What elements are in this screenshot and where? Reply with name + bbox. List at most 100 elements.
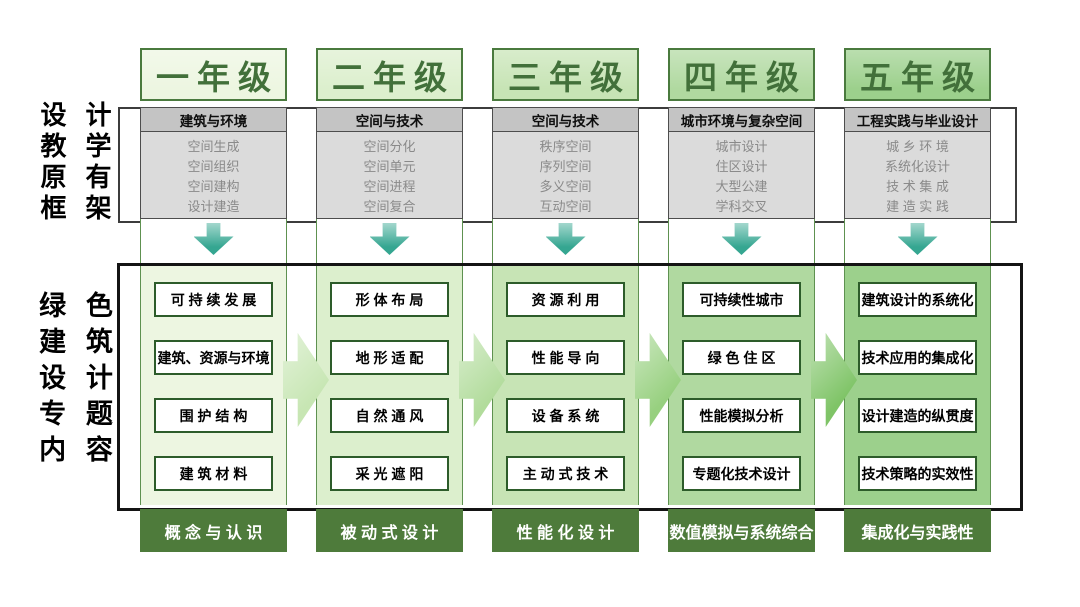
topic-box: 性 能 导 向 [506, 340, 625, 375]
topics-panel: 形 体 布 局 地 形 适 配 自 然 通 风 采 光 遮 阳 [316, 266, 463, 505]
framework-item-list: 城 乡 环 境 系统化设计 技 术 集 成 建 造 实 践 [845, 132, 990, 218]
framework-item: 秩序空间 [539, 138, 592, 154]
framework-item: 空间建构 [187, 178, 240, 194]
topic-box: 建 筑 材 料 [154, 456, 273, 491]
framework-item: 空间分化 [363, 138, 416, 154]
topic-label: 技术策略的实效性 [861, 465, 974, 482]
framework-item: 空间组织 [187, 158, 240, 174]
topic-box: 可持续性城市 [682, 282, 801, 317]
framework-item: 系统化设计 [884, 158, 950, 174]
topic-box: 资 源 利 用 [506, 282, 625, 317]
topic-label: 主 动 式 技 术 [522, 465, 609, 482]
framework-item: 互动空间 [539, 198, 592, 214]
framework-item-list: 秩序空间 序列空间 多义空间 互动空间 [493, 132, 638, 218]
topic-box: 形 体 布 局 [330, 282, 449, 317]
side-label-line: 框 架 [40, 193, 112, 223]
topic-label: 形 体 布 局 [355, 291, 424, 308]
side-label-line: 建 筑 [39, 327, 113, 357]
framework-header: 空间与技术 [317, 108, 462, 132]
topic-label: 采 光 遮 阳 [355, 465, 424, 482]
grade-column-5: 五年级 工程实践与毕业设计 城 乡 环 境 系统化设计 技 术 集 成 建 造 … [844, 0, 991, 607]
topic-box: 地 形 适 配 [330, 340, 449, 375]
framework-box: 建筑与环境 空间生成 空间组织 空间建构 设计建造 [140, 107, 287, 219]
framework-header: 建筑与环境 [141, 108, 286, 132]
grade-title-box: 四年级 [668, 48, 815, 101]
framework-item-list: 空间生成 空间组织 空间建构 设计建造 [141, 132, 286, 218]
topics-panel: 资 源 利 用 性 能 导 向 设 备 系 统 主 动 式 技 术 [492, 266, 639, 505]
framework-item: 建 造 实 践 [886, 198, 949, 214]
framework-item: 住区设计 [715, 158, 768, 174]
framework-side-label: 设 计 教 学 原 有 框 架 [34, 100, 118, 224]
topic-box: 专题化技术设计 [682, 456, 801, 491]
grade-title: 一年级 [156, 58, 279, 96]
framework-item: 大型公建 [715, 178, 768, 194]
topic-box: 绿 色 住 区 [682, 340, 801, 375]
side-label-line: 专 题 [39, 399, 113, 429]
topic-label: 自 然 通 风 [355, 407, 424, 424]
framework-item-list: 城市设计 住区设计 大型公建 学科交叉 [669, 132, 814, 218]
framework-header: 工程实践与毕业设计 [845, 108, 990, 132]
framework-box: 工程实践与毕业设计 城 乡 环 境 系统化设计 技 术 集 成 建 造 实 践 [844, 107, 991, 219]
framework-box: 空间与技术 秩序空间 序列空间 多义空间 互动空间 [492, 107, 639, 219]
topic-box: 建筑、资源与环境 [154, 340, 273, 375]
topic-label: 性 能 导 向 [531, 349, 600, 366]
framework-item: 技 术 集 成 [886, 178, 949, 194]
grade-title-box: 五年级 [844, 48, 991, 101]
grade-title: 四年级 [684, 58, 807, 96]
grade-column-1: 一年级 建筑与环境 空间生成 空间组织 空间建构 设计建造 可 持 续 发 展 … [140, 0, 287, 607]
topic-label: 技术应用的集成化 [861, 349, 974, 366]
topic-label: 建 筑 材 料 [179, 465, 248, 482]
grade-title-box: 三年级 [492, 48, 639, 101]
summary-label: 概 念 与 认 识 [140, 509, 287, 552]
framework-item: 空间生成 [187, 138, 240, 154]
framework-header: 城市环境与复杂空间 [669, 108, 814, 132]
topic-box: 设计建造的纵贯度 [858, 398, 977, 433]
framework-item: 空间进程 [363, 178, 416, 194]
framework-item: 多义空间 [539, 178, 592, 194]
framework-item: 城 乡 环 境 [886, 138, 949, 154]
topic-label: 设 备 系 统 [531, 407, 600, 424]
framework-item: 空间复合 [363, 198, 416, 214]
topic-label: 设计建造的纵贯度 [861, 407, 974, 424]
topic-label: 资 源 利 用 [531, 291, 600, 308]
grade-column-4: 四年级 城市环境与复杂空间 城市设计 住区设计 大型公建 学科交叉 可持续性城市… [668, 0, 815, 607]
topic-label: 建筑设计的系统化 [861, 291, 974, 308]
topic-label: 绿 色 住 区 [707, 349, 776, 366]
grade-column-2: 二年级 空间与技术 空间分化 空间单元 空间进程 空间复合 形 体 布 局 地 … [316, 0, 463, 607]
grade-title-box: 二年级 [316, 48, 463, 101]
grade-title: 三年级 [508, 58, 631, 96]
summary-label: 集成化与实践性 [844, 509, 991, 552]
topic-label: 地 形 适 配 [355, 349, 424, 366]
framework-item-list: 空间分化 空间单元 空间进程 空间复合 [317, 132, 462, 218]
topic-label: 建筑、资源与环境 [157, 349, 270, 366]
topic-box: 采 光 遮 阳 [330, 456, 449, 491]
topic-label: 性能模拟分析 [699, 407, 784, 424]
topic-box: 技术策略的实效性 [858, 456, 977, 491]
framework-header: 空间与技术 [493, 108, 638, 132]
topic-label: 可 持 续 发 展 [170, 291, 257, 308]
side-label-line: 原 有 [40, 162, 112, 192]
topic-box: 设 备 系 统 [506, 398, 625, 433]
topic-box: 性能模拟分析 [682, 398, 801, 433]
grade-column-3: 三年级 空间与技术 秩序空间 序列空间 多义空间 互动空间 资 源 利 用 性 … [492, 0, 639, 607]
side-label-line: 教 学 [40, 131, 112, 161]
topic-label: 围 护 结 构 [179, 407, 248, 424]
topics-panel: 可 持 续 发 展 建筑、资源与环境 围 护 结 构 建 筑 材 料 [140, 266, 287, 505]
topic-box: 主 动 式 技 术 [506, 456, 625, 491]
topics-panel: 建筑设计的系统化 技术应用的集成化 设计建造的纵贯度 技术策略的实效性 [844, 266, 991, 505]
side-label-line: 设 计 [40, 100, 112, 130]
side-label-line: 设 计 [39, 363, 113, 393]
topic-label: 可持续性城市 [699, 291, 784, 308]
side-label-line: 内 容 [39, 435, 113, 465]
topics-panel: 可持续性城市 绿 色 住 区 性能模拟分析 专题化技术设计 [668, 266, 815, 505]
framework-item: 设计建造 [187, 198, 240, 214]
framework-item: 学科交叉 [715, 198, 768, 214]
summary-label: 性 能 化 设 计 [492, 509, 639, 552]
topic-box: 自 然 通 风 [330, 398, 449, 433]
framework-box: 城市环境与复杂空间 城市设计 住区设计 大型公建 学科交叉 [668, 107, 815, 219]
topics-side-label: 绿 色 建 筑 设 计 专 题 内 容 [34, 288, 118, 468]
topic-box: 可 持 续 发 展 [154, 282, 273, 317]
framework-item: 序列空间 [539, 158, 592, 174]
topic-box: 建筑设计的系统化 [858, 282, 977, 317]
topic-label: 专题化技术设计 [692, 465, 791, 482]
